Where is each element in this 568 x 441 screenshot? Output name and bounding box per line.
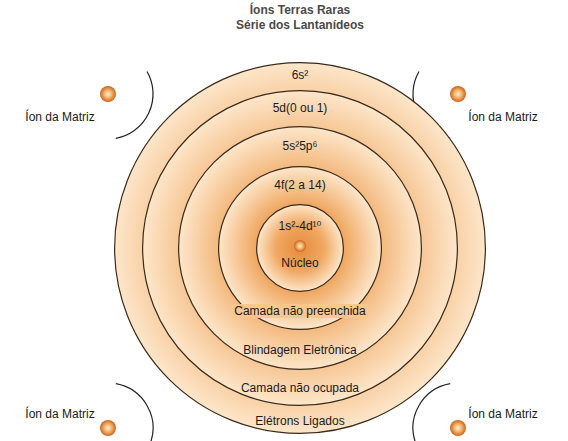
matrix-ion-outline bbox=[450, 86, 466, 102]
matrix-ion: Íon da Matriz bbox=[450, 86, 466, 102]
matrix-arc bbox=[116, 72, 153, 139]
orbital-label: 5s²5p⁶ bbox=[283, 139, 318, 153]
matrix-ion-circle bbox=[100, 86, 116, 102]
electron-shell: 5s²5p⁶ Blindagem Eletrônica 4f(2 a 14) Cama… bbox=[178, 126, 422, 370]
orbital-label: 1s²-4d¹⁰ bbox=[279, 219, 322, 233]
shell-label: Camada não ocupada bbox=[241, 381, 359, 395]
matrix-ion: Íon da Matriz bbox=[450, 420, 466, 436]
nucleus-dot-outline bbox=[294, 240, 306, 252]
matrix-ion: Íon da Matriz bbox=[100, 86, 116, 102]
shell-label: Blindagem Eletrônica bbox=[243, 343, 356, 357]
diagram-title: Íons Terras Raras Série dos Lantanídeos bbox=[210, 3, 390, 33]
orbital-label: Núcleo bbox=[281, 256, 318, 270]
matrix-ion: Íon da Matriz bbox=[100, 420, 116, 436]
electron-shell: 4f(2 a 14) Camada não preenchida 1s²-4d¹⁰ N… bbox=[218, 166, 382, 330]
core-circle: 1s²-4d¹⁰ Núcleo bbox=[256, 204, 344, 292]
shell-label: Camada não preenchida bbox=[231, 304, 368, 318]
ion-label: Íon da Matriz bbox=[468, 110, 537, 124]
matrix-ion-outline bbox=[450, 420, 466, 436]
electron-shell: 6s² Elétrons Ligados 5d(0 ou 1) Camada não … bbox=[114, 62, 486, 434]
electron-shell-circle bbox=[143, 91, 458, 406]
matrix-ion-circle bbox=[450, 420, 466, 436]
matrix-ion-outline bbox=[100, 420, 116, 436]
electron-shell-circle bbox=[115, 63, 486, 434]
electron-shell-circle bbox=[219, 167, 382, 330]
orbital-label: 6s² bbox=[292, 68, 309, 82]
ion-label: Íon da Matriz bbox=[468, 407, 537, 421]
ion-label: Íon da Matriz bbox=[25, 407, 94, 421]
matrix-arc bbox=[116, 384, 153, 441]
matrix-ion-circle bbox=[450, 86, 466, 102]
matrix-arc bbox=[413, 384, 450, 441]
matrix-ion-outline bbox=[100, 86, 116, 102]
ion-label: Íon da Matriz bbox=[25, 110, 94, 124]
matrix-ion-circle bbox=[100, 420, 116, 436]
nucleus-dot: Núcleo bbox=[294, 240, 306, 252]
nucleus-dot-circle bbox=[294, 240, 306, 252]
orbital-label: 4f(2 a 14) bbox=[274, 178, 325, 192]
core-circle-circle bbox=[257, 205, 344, 292]
orbital-label: 5d(0 ou 1) bbox=[273, 101, 328, 115]
electron-shell-circle bbox=[179, 127, 422, 370]
electron-shell: 5d(0 ou 1) Camada não ocupada 5s²5p⁶ Blinda… bbox=[142, 90, 458, 406]
shell-label: Elétrons Ligados bbox=[255, 414, 344, 428]
